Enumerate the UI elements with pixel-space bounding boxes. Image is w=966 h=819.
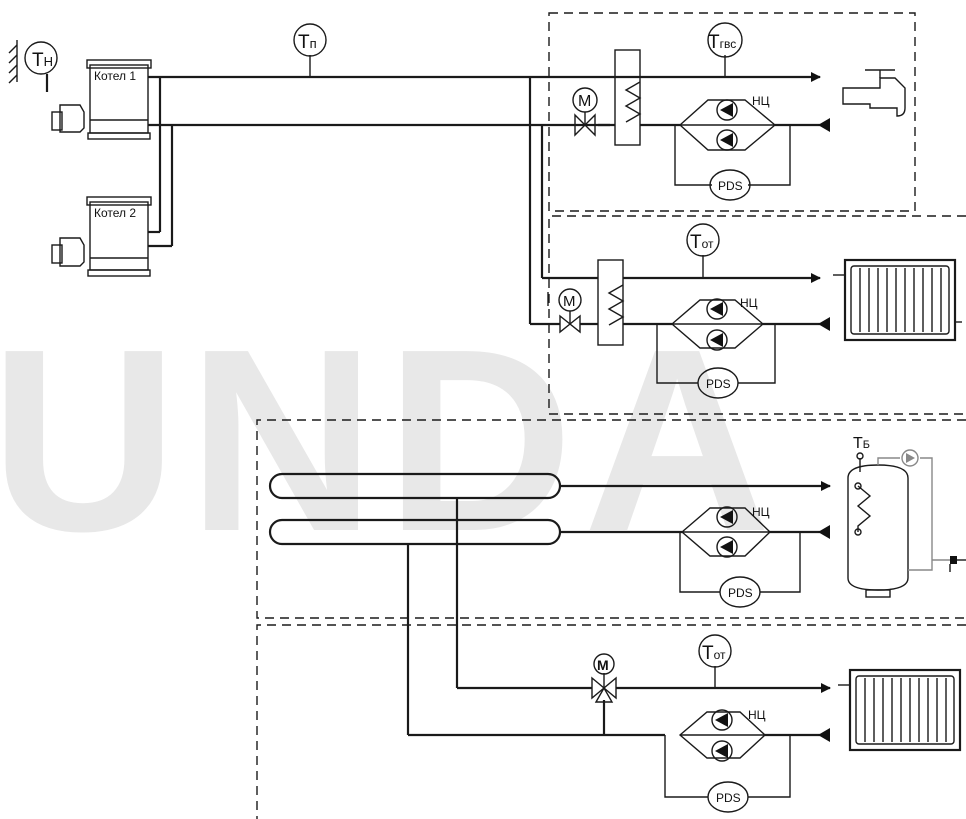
zone-dhw [548, 12, 916, 212]
heating-1-temperature-sensor: Тот [686, 223, 720, 278]
heating-2-pump-label: НЦ [748, 708, 766, 722]
boiler-1: Котел 1 [51, 59, 152, 140]
mixing-valve-motor-label: М [597, 657, 609, 673]
zone-heating-1 [548, 215, 966, 415]
boiler-2-label: Котел 2 [94, 206, 136, 220]
outdoor-sensor-label: ТН [32, 50, 53, 71]
outdoor-temperature-sensor: ТН [8, 40, 58, 92]
heating-1-motor-label: М [563, 293, 576, 310]
dhw-circuit [598, 49, 830, 146]
heating-1-pump-group: НЦ PDS [656, 296, 776, 399]
tank-pump-group: НЦ PDS [679, 505, 801, 608]
heating-2-temperature-sensor: Тот [698, 634, 732, 688]
zone-tank [256, 419, 966, 619]
heating-1-circuit [528, 77, 830, 346]
tank-pds-label: PDS [728, 586, 753, 600]
zone-heating-2 [256, 624, 966, 819]
supply-sensor-label: Тп [298, 32, 317, 53]
heating-1-pump-label: НЦ [740, 296, 758, 310]
faucet-icon [842, 69, 906, 117]
heating-1-sensor-label: Тот [690, 232, 714, 253]
hydraulic-manifold [268, 472, 831, 735]
dhw-motor-valve: М [572, 87, 598, 137]
supply-temperature-sensor: Тп [293, 23, 327, 77]
dhw-temperature-sensor: Тгвс [707, 22, 743, 77]
heating-1-motor-valve: М [547, 288, 582, 334]
radiator-1-icon [833, 258, 962, 342]
dhw-motor-label: М [578, 93, 591, 110]
dhw-pump-label: НЦ [752, 94, 770, 108]
heating-2-pds-label: PDS [716, 791, 741, 805]
dhw-pds-label: PDS [718, 179, 743, 193]
watermark: UNDA [0, 296, 781, 586]
tank-pump-label: НЦ [752, 505, 770, 519]
dhw-sensor-label: Тгвс [708, 32, 736, 53]
boiler-2: Котел 2 [51, 196, 152, 277]
heating-1-pds-label: PDS [706, 377, 731, 391]
storage-tank: ТБ [847, 435, 909, 598]
boiler-1-label: Котел 1 [94, 69, 136, 83]
heating-2-circuit [408, 683, 831, 742]
main-return-pipe [148, 123, 610, 248]
tank-recirculation [877, 449, 966, 572]
heating-2-sensor-label: Тот [702, 643, 726, 664]
dhw-pump-group: НЦ PDS [674, 94, 791, 201]
tank-sensor-label: ТБ [853, 435, 870, 452]
main-supply-pipe [148, 72, 821, 234]
heating-2-pump-group: НЦ PDS [664, 708, 791, 813]
radiator-2-icon [838, 668, 962, 752]
three-way-mixing-valve: М [591, 653, 617, 703]
